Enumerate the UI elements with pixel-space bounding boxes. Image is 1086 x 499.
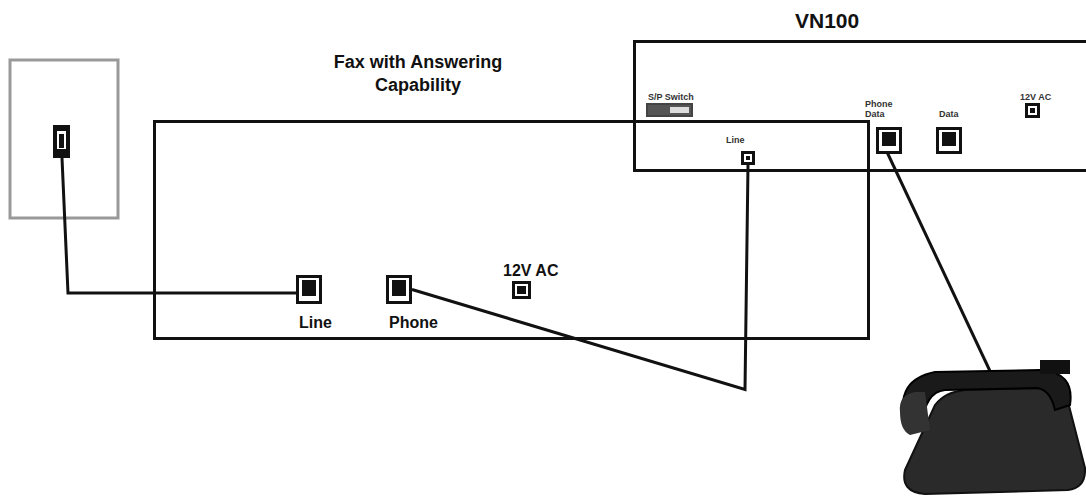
phone-data-jack: Phone Data [876,127,902,154]
wall-wire [62,158,297,293]
port-label: Line [299,314,359,332]
phone-cable [412,165,748,390]
port-label: Phone [389,314,459,332]
power-jack: 12V AC [512,281,531,299]
port-label: Phone Data [865,100,905,120]
device-title: Fax with Answering Capability [303,51,533,98]
port-label: Data [939,110,979,120]
wall-jack-contact [59,134,64,148]
line-jack: Line [741,151,755,165]
switch-knob [670,107,689,113]
power-jack: 12V AC [1025,103,1040,118]
data-jack: Data [936,127,962,154]
jack-contact [746,156,750,160]
port-label: Line [726,136,766,146]
jack-contact [302,280,316,296]
port-label: 12V AC [1020,93,1070,103]
phone-jack: Phone [386,275,412,304]
line-jack: Line [296,275,322,304]
device-box: VN100S/P SwitchLinePhone DataData12V AC [633,40,1086,172]
wall-jack-slot [57,131,66,149]
jack-contact [392,280,406,296]
wall-jack [53,125,70,158]
port-label: 12V AC [503,262,563,280]
jack-contact [942,132,956,146]
device-title: VN100 [795,9,915,32]
port-label: S/P Switch [648,93,718,103]
jack-contact [1030,108,1035,113]
jack-contact [517,286,526,294]
fax-box: Fax with Answering CapabilityLinePhone12… [153,120,870,340]
switch-symbol: S/P Switch [646,103,693,117]
telephone-illustration [900,360,1085,494]
jack-contact [882,132,896,146]
